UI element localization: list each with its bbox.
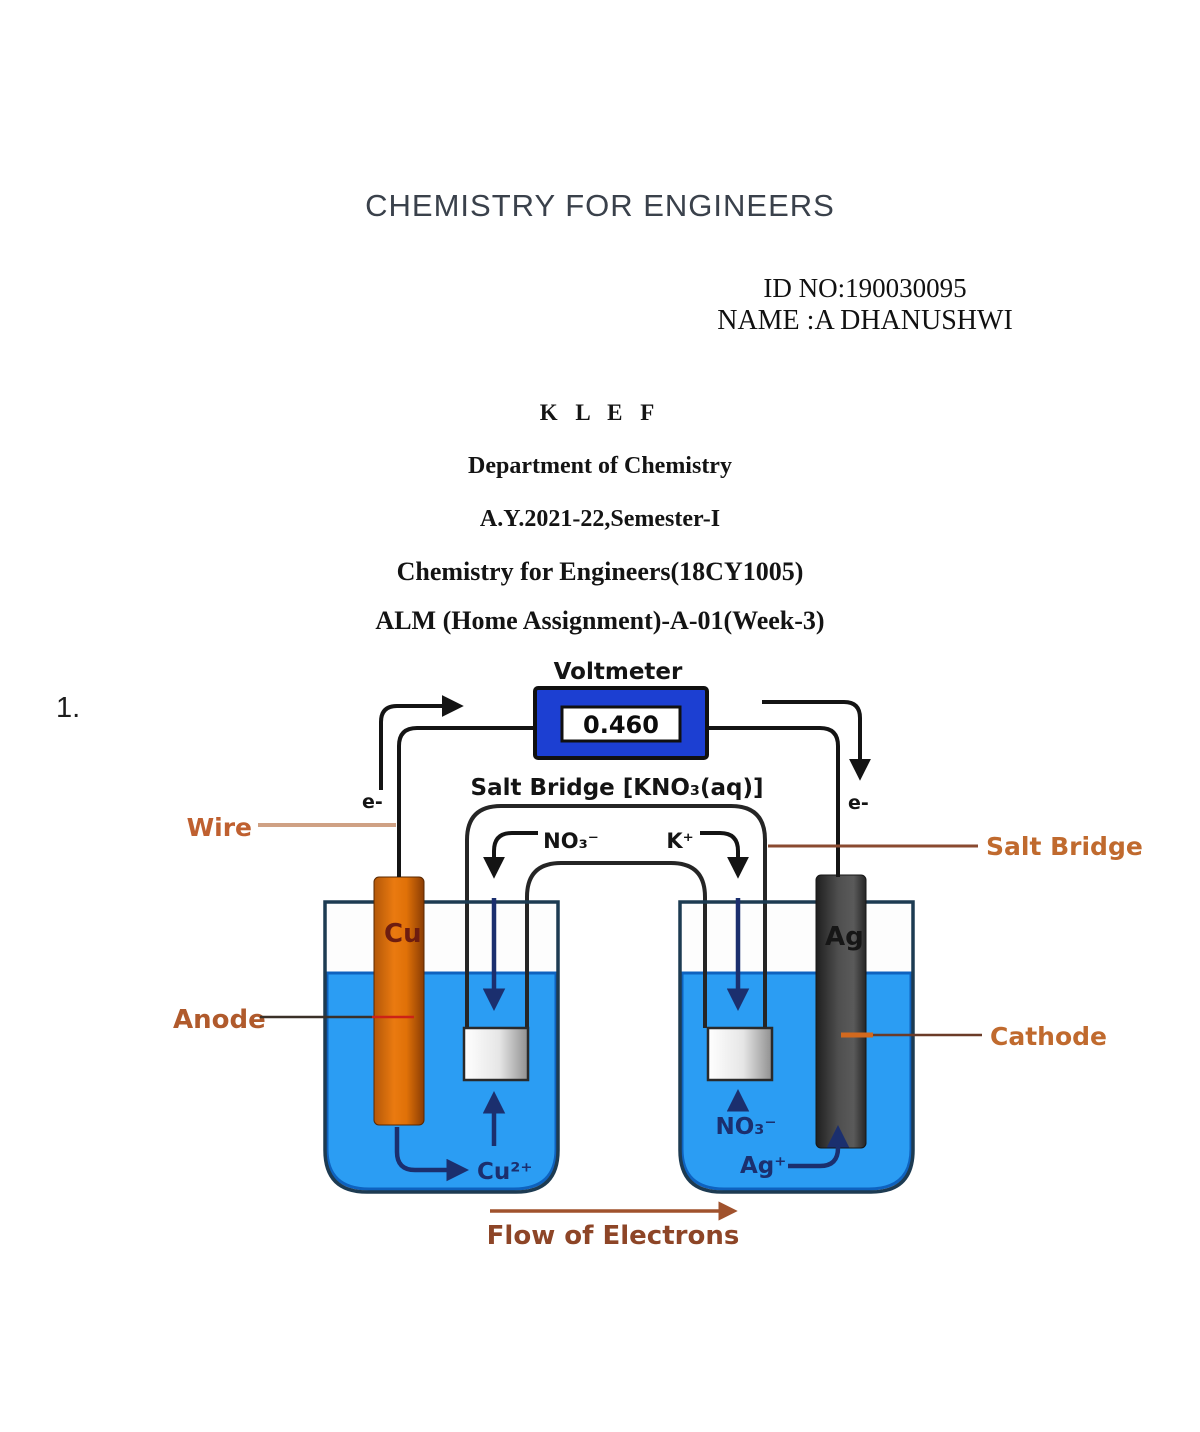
cathode-label: Cathode — [990, 1022, 1107, 1051]
salt-bridge-outer-wall — [465, 804, 767, 1028]
copper-electrode-label: Cu — [384, 919, 422, 949]
cu-ion-label: Cu²⁺ — [477, 1159, 532, 1185]
left-beaker-outline — [323, 900, 560, 1194]
callouts: Wire Anode Salt Bridge Cathode — [173, 813, 1143, 1051]
circuit-wires — [379, 695, 871, 877]
salt-bridge-callout-label: Salt Bridge — [986, 832, 1143, 861]
ion-flow-arrows — [394, 1089, 850, 1182]
salt-bridge-inner-wall — [525, 861, 707, 1028]
silver-electrode — [815, 874, 867, 1149]
student-name: NAME :A DHANUSHWI — [717, 305, 1013, 336]
academic-year: A.Y.2021-22,Semester-I — [479, 506, 721, 532]
ag-ion-label: Ag⁺ — [740, 1153, 786, 1179]
voltmeter-display — [560, 705, 682, 743]
student-info: ID NO:190030095 NAME :A DHANUSHWI — [700, 272, 1030, 338]
right-wire — [707, 726, 840, 877]
flow-of-electrons: Flow of Electrons — [487, 1201, 740, 1251]
left-electron-label: e- — [362, 791, 383, 813]
bridge-cation-label: K⁺ — [666, 829, 693, 853]
right-electron-label: e- — [848, 792, 869, 814]
wire-label: Wire — [187, 813, 252, 842]
question-number: 1. — [56, 692, 81, 724]
voltmeter-label: Voltmeter — [554, 659, 683, 685]
bridge-leg-arrows — [482, 898, 750, 1011]
no3-beaker-label: NO₃⁻ — [715, 1114, 776, 1140]
salt-bridge-tube — [465, 804, 767, 1028]
galvanic-cell-diagram: Cu Ag e- e- Voltmeter 0.460 Salt Bridge … — [173, 659, 1143, 1251]
institute-name: K L E F — [539, 400, 661, 425]
page-title: CHEMISTRY FOR ENGINEERS — [365, 188, 835, 223]
bridge-ion-arrows — [483, 831, 749, 879]
copper-electrode — [373, 876, 425, 1126]
voltmeter-reading: 0.460 — [583, 711, 659, 739]
left-wire — [397, 726, 535, 877]
bridge-anion-label: NO₃⁻ — [543, 829, 599, 853]
ag-ion-arrow — [788, 1125, 850, 1169]
student-id: ID NO:190030095 — [763, 273, 967, 303]
left-porous-plug — [462, 1026, 530, 1082]
right-porous-plug — [706, 1026, 774, 1082]
flow-label: Flow of Electrons — [487, 1221, 740, 1251]
voltmeter: Voltmeter 0.460 — [533, 659, 709, 760]
assignment-line: ALM (Home Assignment)-A-01(Week-3) — [375, 606, 825, 635]
cu-ion-arrow — [394, 1127, 469, 1182]
course-line: Chemistry for Engineers(18CY1005) — [396, 557, 804, 586]
left-electron-arrow — [379, 695, 464, 790]
anode-label: Anode — [173, 1005, 266, 1035]
department-line: Department of Chemistry — [468, 453, 732, 479]
right-electron-arrow — [762, 700, 871, 781]
cation-curved-arrow — [700, 831, 749, 879]
anion-curved-arrow — [483, 831, 538, 879]
right-beaker-outline — [678, 900, 915, 1194]
silver-electrode-label: Ag — [825, 922, 864, 952]
salt-bridge-heading: Salt Bridge [KNO₃(aq)] — [471, 775, 764, 801]
